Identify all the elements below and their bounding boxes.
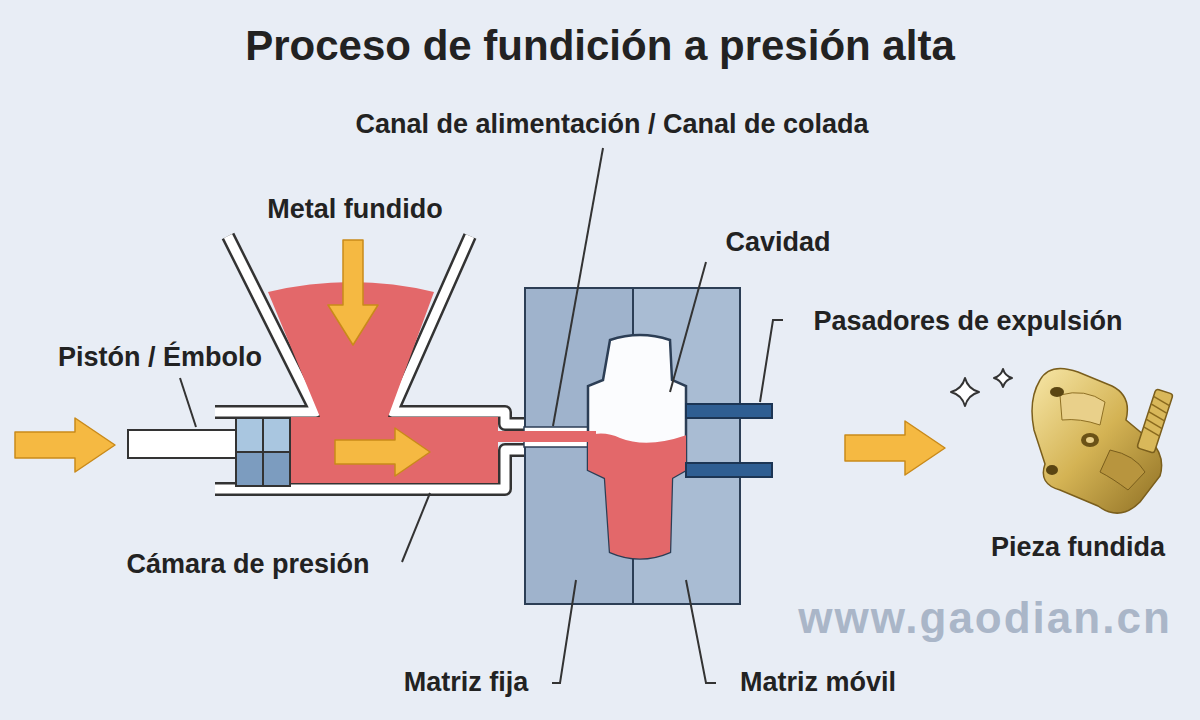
leader-line xyxy=(760,320,783,402)
sparkle xyxy=(951,378,979,406)
piston xyxy=(262,418,264,486)
cast-part xyxy=(1142,427,1160,436)
cast-part xyxy=(1046,465,1058,475)
sparkle xyxy=(994,369,1012,387)
cast-part xyxy=(1100,450,1145,490)
piston xyxy=(236,418,290,486)
cast-part xyxy=(1150,404,1168,413)
cast-part xyxy=(1032,368,1173,513)
flow-arrow xyxy=(15,240,945,476)
piston xyxy=(128,418,290,486)
flow-arrow xyxy=(15,418,115,472)
die-cavity xyxy=(575,335,695,575)
flow-arrow xyxy=(845,421,945,475)
ejector-pin xyxy=(686,404,772,418)
piston xyxy=(128,430,238,458)
part-label: Matriz móvil xyxy=(740,667,896,698)
part-label: Pasadores de expulsión xyxy=(813,306,1122,337)
ejector-pin xyxy=(686,463,772,477)
cast-part xyxy=(1147,412,1165,421)
ejector-pin xyxy=(686,404,772,477)
cast-part xyxy=(1086,437,1094,443)
leader-line xyxy=(552,580,576,683)
diagram-title: Proceso de fundición a presión alta xyxy=(245,22,955,70)
part-label: Canal de alimentación / Canal de colada xyxy=(355,109,868,140)
cast-part xyxy=(1081,433,1099,447)
part-label: Pieza fundida xyxy=(991,532,1165,563)
leader-line xyxy=(686,580,716,683)
cast-part xyxy=(1050,387,1064,397)
leader-line xyxy=(180,148,783,683)
leader-line xyxy=(553,148,603,426)
sparkle xyxy=(951,369,1012,406)
part-label: Metal fundido xyxy=(267,194,442,225)
die-block xyxy=(524,288,740,604)
part-label: Cavidad xyxy=(725,227,830,258)
part-label: Matriz fija xyxy=(404,667,529,698)
watermark: www.gaodian.cn xyxy=(798,593,1172,644)
part-label: Cámara de presión xyxy=(126,549,369,580)
cast-part xyxy=(1137,389,1173,454)
cast-part xyxy=(1142,396,1170,436)
part-label: Pistón / Émbolo xyxy=(58,342,262,373)
cast-part xyxy=(1145,419,1163,428)
molten-metal xyxy=(268,282,596,483)
leader-line xyxy=(402,493,430,562)
leader-line xyxy=(180,378,196,427)
leader-line xyxy=(670,262,706,392)
cast-part xyxy=(1152,396,1170,405)
flow-arrow xyxy=(335,428,430,476)
flow-arrow xyxy=(328,240,378,345)
cast-part xyxy=(1060,393,1105,425)
die-cavity xyxy=(575,432,695,575)
